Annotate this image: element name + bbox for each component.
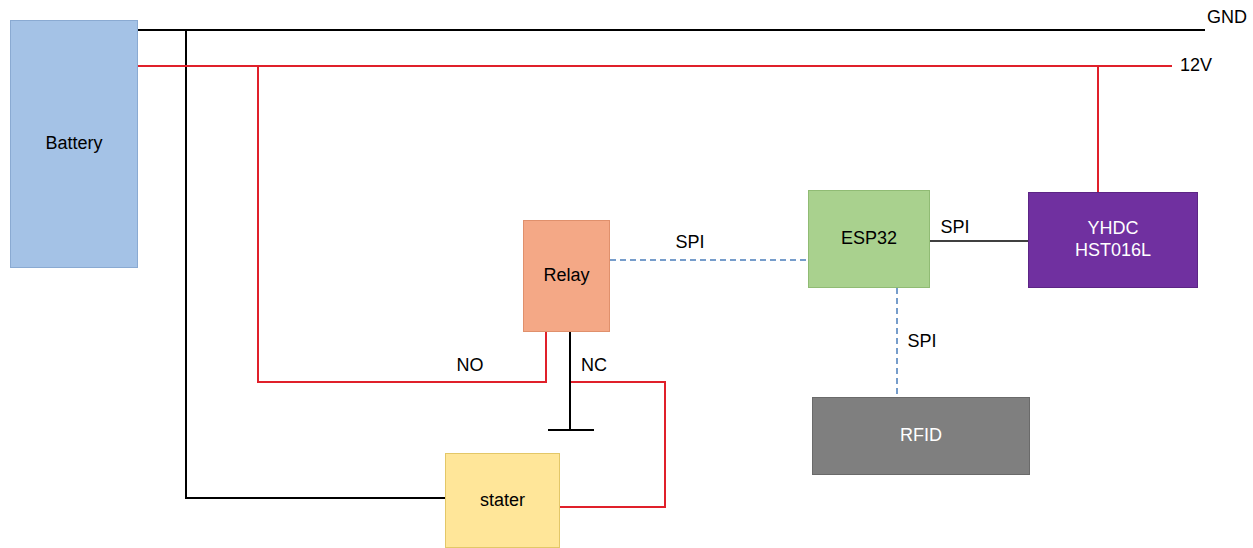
connector: [896, 288, 898, 397]
signal-label: NC: [579, 355, 609, 377]
node-label: Relay: [543, 265, 589, 287]
controller-box: ESP32: [808, 190, 930, 288]
signal-label: SPI: [938, 217, 971, 239]
node-label: YHDC HST016L: [1066, 218, 1161, 261]
connector: [930, 240, 1028, 242]
node-label: RFID: [900, 425, 942, 447]
relay-box: Relay: [523, 220, 610, 332]
connector: [610, 259, 808, 261]
signal-label: NO: [455, 355, 486, 377]
connector: [138, 66, 546, 382]
rfid-box: RFID: [812, 397, 1030, 475]
power-bus: [1098, 65, 1172, 67]
ground-wire: [569, 332, 571, 430]
node-label: ESP32: [841, 228, 897, 250]
battery-box: Battery: [10, 20, 138, 268]
signal-label: SPI: [673, 232, 706, 254]
gnd-bus: [186, 29, 1205, 31]
starter-box: stater: [445, 453, 560, 548]
connector: [560, 332, 665, 507]
bus-label: 12V: [1178, 55, 1214, 77]
signal-label: SPI: [905, 331, 938, 353]
ground-symbol: [548, 429, 594, 431]
connector: [138, 66, 1098, 192]
connector: [138, 30, 445, 498]
node-label: stater: [480, 490, 525, 512]
node-label: Battery: [45, 133, 102, 155]
sensor-box: YHDC HST016L: [1028, 192, 1198, 288]
bus-label: GND: [1205, 7, 1249, 29]
